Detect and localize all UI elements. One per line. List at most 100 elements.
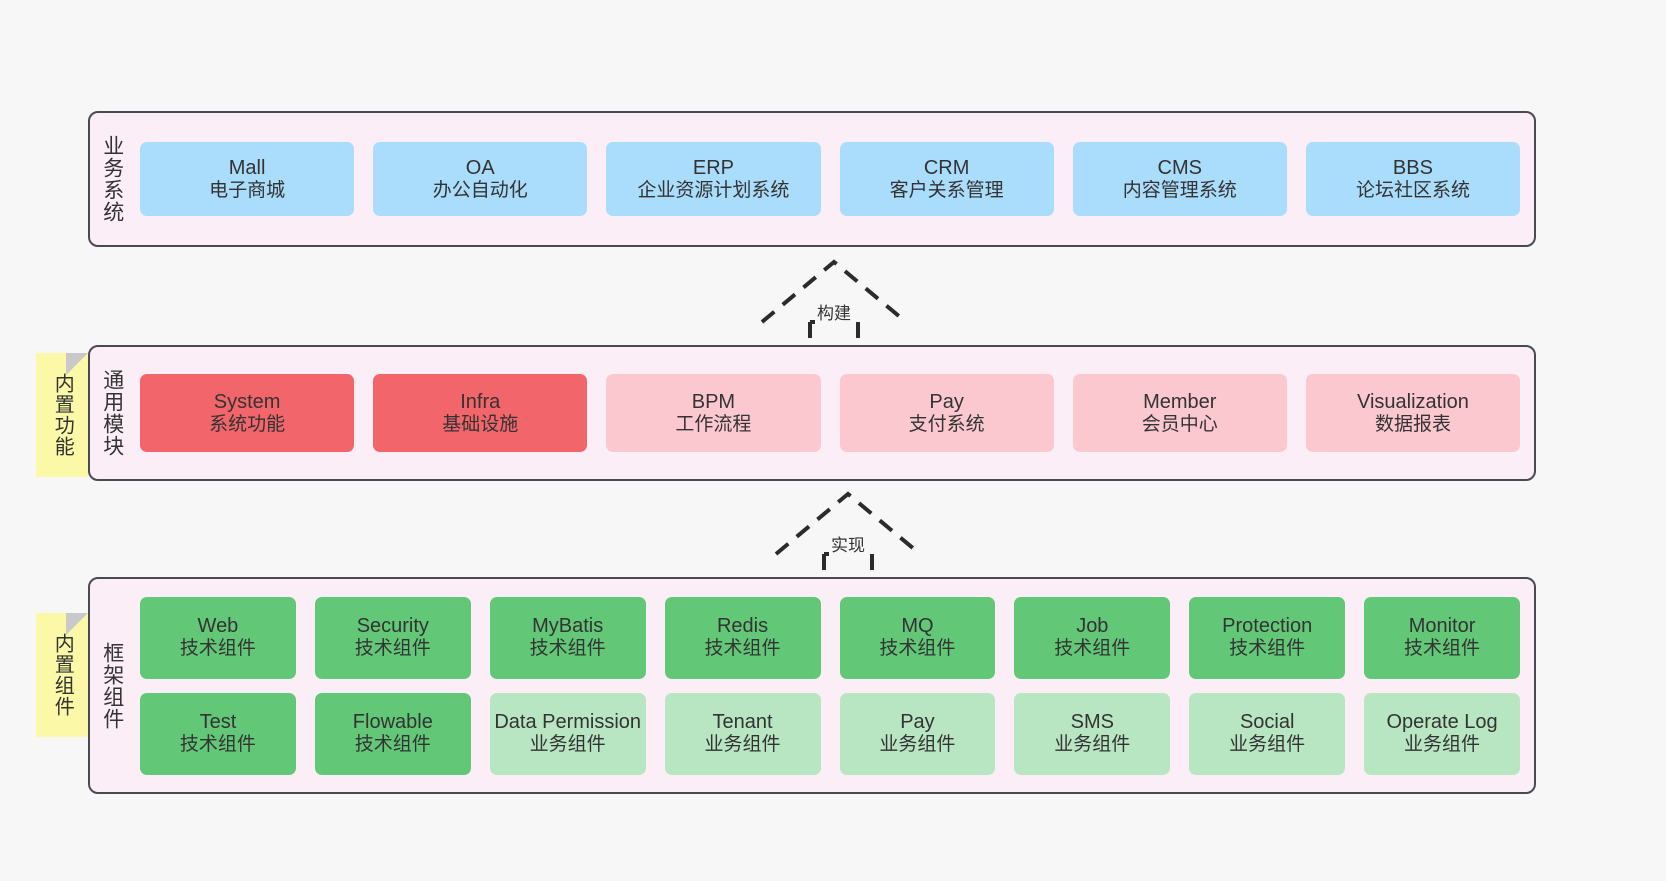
card-subtitle: 技术组件	[179, 638, 256, 660]
card-subtitle: 支付系统	[908, 413, 985, 435]
card-title: Infra	[460, 390, 501, 413]
card-title: BBS	[1392, 156, 1433, 179]
layer-title-business: 业务系统	[100, 135, 124, 223]
layer-body-business: Mall 电子商城 OA 办公自动化 ERP 企业资源计划系统 CRM 客户关系…	[134, 113, 1534, 245]
card-subtitle: 技术组件	[1404, 638, 1481, 660]
sticky-note-builtin-components: 内置组件	[36, 613, 88, 737]
layer-common-modules: 通用模块 System 系统功能 Infra 基础设施 BPM 工作流程 Pay…	[88, 345, 1536, 481]
connector-build-arrow: 构建	[744, 252, 924, 350]
card-subtitle: 系统功能	[209, 413, 286, 435]
card-title: Web	[197, 615, 239, 638]
card-redis[interactable]: Redis 技术组件	[664, 596, 821, 679]
layer-title-framework: 框架组件	[100, 641, 124, 730]
card-title: Member	[1143, 390, 1217, 413]
card-title: Flowable	[352, 711, 433, 734]
card-operate-log[interactable]: Operate Log 业务组件	[1364, 692, 1520, 775]
card-oa[interactable]: OA 办公自动化	[373, 142, 588, 216]
card-subtitle: 电子商城	[209, 179, 286, 201]
sticky-note-builtin-features: 内置功能	[36, 353, 88, 477]
card-title: Test	[199, 711, 237, 734]
card-infra[interactable]: Infra 基础设施	[373, 374, 588, 452]
card-subtitle: 技术组件	[354, 638, 431, 660]
card-title: ERP	[692, 156, 734, 179]
card-security[interactable]: Security 技术组件	[314, 596, 471, 679]
card-title: Protection	[1222, 615, 1313, 638]
card-row: System 系统功能 Infra 基础设施 BPM 工作流程 Pay 支付系统…	[140, 374, 1521, 452]
card-title: Pay	[900, 711, 935, 734]
connector-label-build: 构建	[815, 299, 853, 324]
card-mq[interactable]: MQ 技术组件	[839, 596, 996, 679]
card-title: MyBatis	[532, 615, 604, 638]
card-title: Visualization	[1356, 390, 1469, 413]
card-title: Monitor	[1408, 615, 1476, 638]
card-visualization[interactable]: Visualization 数据报表	[1305, 374, 1521, 452]
card-title: Redis	[716, 615, 769, 638]
card-subtitle: 工作流程	[675, 413, 752, 435]
card-title: Mall	[228, 156, 266, 179]
card-subtitle: 业务组件	[1229, 734, 1306, 756]
card-title: CMS	[1157, 156, 1202, 179]
card-crm[interactable]: CRM 客户关系管理	[839, 142, 1054, 216]
card-title: OA	[465, 156, 495, 179]
layer-body-modules: System 系统功能 Infra 基础设施 BPM 工作流程 Pay 支付系统…	[134, 347, 1534, 479]
card-flowable[interactable]: Flowable 技术组件	[314, 692, 471, 775]
card-title: Pay	[929, 390, 964, 413]
layer-body-framework: Web 技术组件 Security 技术组件 MyBatis 技术组件 Redi…	[134, 579, 1534, 792]
card-subtitle: 企业资源计划系统	[637, 179, 790, 201]
card-title: Security	[356, 615, 429, 638]
card-subtitle: 业务组件	[704, 734, 781, 756]
card-title: SMS	[1070, 711, 1114, 734]
card-bbs[interactable]: BBS 论坛社区系统	[1305, 142, 1521, 216]
card-mybatis[interactable]: MyBatis 技术组件	[489, 596, 646, 679]
card-title: MQ	[901, 615, 934, 638]
card-tenant[interactable]: Tenant 业务组件	[664, 692, 821, 775]
card-test[interactable]: Test 技术组件	[140, 692, 296, 775]
card-member[interactable]: Member 会员中心	[1072, 374, 1287, 452]
card-title: Operate Log	[1386, 711, 1498, 734]
card-subtitle: 业务组件	[1404, 734, 1481, 756]
card-title: BPM	[691, 390, 736, 413]
card-subtitle: 业务组件	[879, 734, 956, 756]
card-title: System	[213, 390, 281, 413]
card-subtitle: 技术组件	[1054, 638, 1131, 660]
card-monitor[interactable]: Monitor 技术组件	[1364, 596, 1520, 679]
card-bpm[interactable]: BPM 工作流程	[606, 374, 821, 452]
card-subtitle: 技术组件	[1229, 638, 1306, 660]
card-title: Tenant	[712, 711, 773, 734]
card-subtitle: 技术组件	[354, 734, 431, 756]
card-row: Web 技术组件 Security 技术组件 MyBatis 技术组件 Redi…	[140, 596, 1520, 679]
card-title: Social	[1239, 711, 1295, 734]
card-subtitle: 客户关系管理	[889, 179, 1004, 201]
card-sms[interactable]: SMS 业务组件	[1014, 692, 1171, 775]
card-row: Mall 电子商城 OA 办公自动化 ERP 企业资源计划系统 CRM 客户关系…	[140, 142, 1521, 216]
card-mall[interactable]: Mall 电子商城	[140, 142, 355, 216]
layer-business-systems: 业务系统 Mall 电子商城 OA 办公自动化 ERP 企业资源计划系统 CRM…	[88, 111, 1536, 247]
card-pay-module[interactable]: Pay 支付系统	[839, 374, 1054, 452]
card-cms[interactable]: CMS 内容管理系统	[1072, 142, 1287, 216]
card-subtitle: 数据报表	[1374, 413, 1451, 435]
card-subtitle: 内容管理系统	[1122, 179, 1237, 201]
card-subtitle: 技术组件	[879, 638, 956, 660]
card-subtitle: 论坛社区系统	[1355, 179, 1470, 201]
card-title: CRM	[923, 156, 970, 179]
card-subtitle: 业务组件	[1054, 734, 1131, 756]
card-pay-component[interactable]: Pay 业务组件	[839, 692, 996, 775]
card-system[interactable]: System 系统功能	[140, 374, 355, 452]
card-subtitle: 技术组件	[179, 734, 256, 756]
card-row: Test 技术组件 Flowable 技术组件 Data Permission …	[140, 692, 1520, 775]
card-title: Data Permission	[494, 711, 642, 734]
card-title: Job	[1076, 615, 1109, 638]
card-erp[interactable]: ERP 企业资源计划系统	[606, 142, 821, 216]
card-data-permission[interactable]: Data Permission 业务组件	[489, 692, 646, 775]
card-web[interactable]: Web 技术组件	[140, 596, 296, 679]
card-protection[interactable]: Protection 技术组件	[1189, 596, 1346, 679]
card-subtitle: 会员中心	[1141, 413, 1218, 435]
card-subtitle: 基础设施	[442, 413, 519, 435]
connector-label-implement: 实现	[829, 531, 867, 556]
connector-implement-arrow: 实现	[758, 484, 938, 582]
card-subtitle: 办公自动化	[432, 179, 528, 201]
layer-framework-components: 框架组件 Web 技术组件 Security 技术组件 MyBatis 技术组件…	[88, 577, 1536, 794]
card-job[interactable]: Job 技术组件	[1014, 596, 1171, 679]
layer-title-modules: 通用模块	[100, 369, 124, 457]
card-social[interactable]: Social 业务组件	[1189, 692, 1346, 775]
